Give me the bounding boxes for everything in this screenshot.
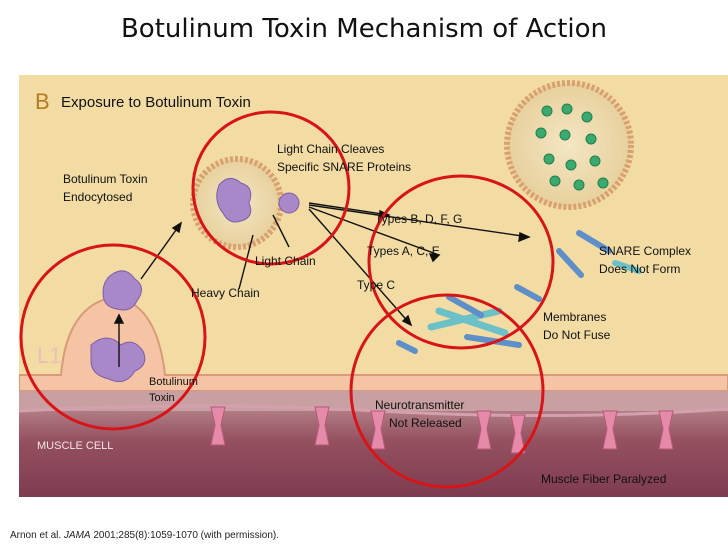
slide-title: Botulinum Toxin Mechanism of Action — [120, 14, 608, 44]
highlight-circle-snare — [367, 174, 555, 350]
panel-letter: B — [35, 89, 50, 114]
acetylcholine-receptors — [210, 406, 674, 454]
label-types-bdfg: Types B, D, F, G — [375, 212, 462, 226]
snare-fragments — [396, 230, 642, 354]
label-types-ace: Types A, C, E — [367, 244, 440, 258]
light-chain-toxin — [216, 178, 252, 223]
label-cleaves-1: Light Chain Cleaves — [277, 142, 384, 156]
citation: Arnon et al. JAMA 2001;285(8):1059-1070 … — [10, 530, 279, 541]
label-muscle-cell: MUSCLE CELL — [37, 440, 113, 452]
toxin-vesicle — [190, 156, 300, 250]
label-membranes-1: Membranes — [543, 310, 606, 324]
highlight-circle-cleavage — [191, 110, 351, 266]
citation-authors: Arnon et al. — [10, 530, 64, 541]
citation-details: 2001;285(8):1059-1070 (with permission). — [90, 530, 280, 541]
label-toxin-2: Toxin — [149, 392, 175, 404]
highlight-circles — [19, 110, 555, 489]
panel-heading: Exposure to Botulinum Toxin — [61, 94, 251, 111]
label-membranes-2: Do Not Fuse — [543, 328, 611, 342]
label-endocytosed-1: Botulinum Toxin — [63, 172, 148, 186]
label-toxin-1: Botulinum — [149, 376, 198, 388]
label-endocytosed-2: Endocytosed — [63, 190, 132, 204]
label-neurotransmitter-2: Not Released — [389, 416, 462, 430]
highlight-circle-neurotransmitter — [349, 293, 545, 489]
l1-mark: L1 — [37, 343, 61, 368]
label-type-c: Type C — [357, 278, 395, 292]
synaptic-vesicle — [504, 80, 634, 210]
label-cleaves-2: Specific SNARE Proteins — [277, 160, 411, 174]
label-neurotransmitter-1: Neurotransmitter — [375, 398, 464, 412]
label-snare-1: SNARE Complex — [599, 244, 691, 258]
citation-journal: JAMA — [63, 530, 91, 541]
toxin-molecules — [90, 270, 146, 383]
botulinum-mechanism-figure: B Exposure to Botulinum Toxin Botulinum … — [19, 75, 728, 497]
label-paralyzed: Muscle Fiber Paralyzed — [541, 472, 666, 486]
highlight-circle-endocytosis — [19, 243, 207, 431]
label-snare-2: Does Not Form — [599, 262, 680, 276]
label-light-chain: Light Chain — [255, 254, 316, 268]
label-heavy-chain: Heavy Chain — [191, 286, 260, 300]
